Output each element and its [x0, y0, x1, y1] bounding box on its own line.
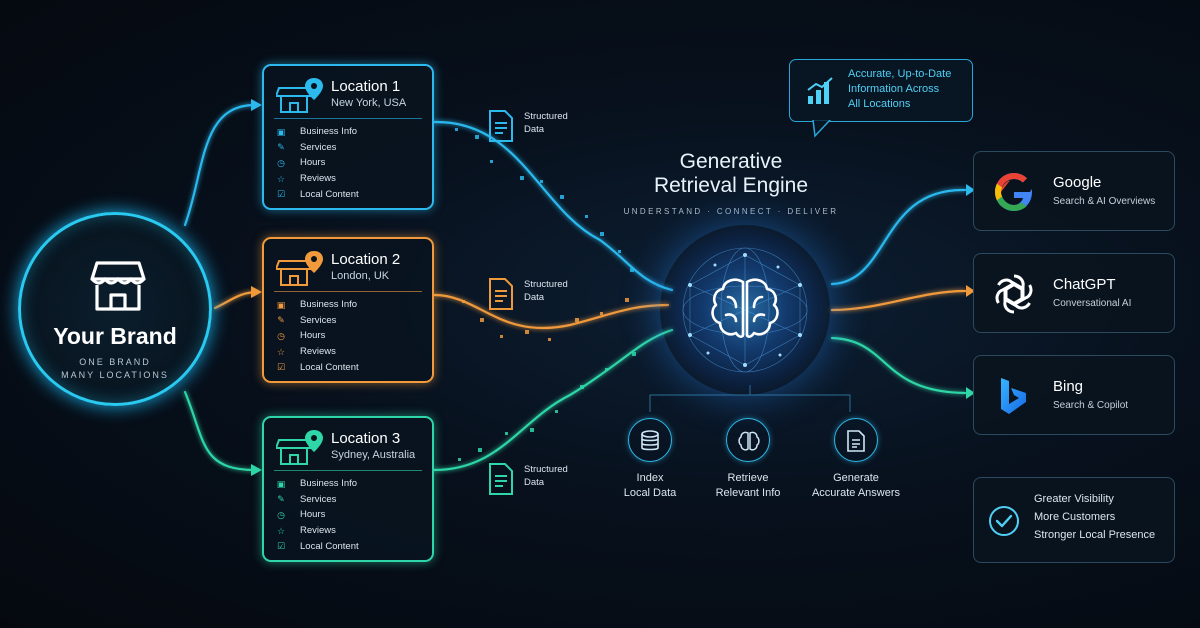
document-icon: [489, 110, 513, 142]
list-item: ☑Local Content: [276, 188, 359, 200]
accuracy-callout: Accurate, Up-to-Date Information Across …: [789, 59, 973, 122]
list-item: ☆Reviews: [276, 173, 336, 185]
list-item: ◷Hours: [277, 330, 326, 342]
network-mesh: [682, 247, 808, 373]
location-name: Location 2: [331, 251, 401, 268]
platform-name: ChatGPT: [1053, 276, 1116, 293]
brain-icon: [738, 431, 760, 451]
engine-tagline: UNDERSTAND · CONNECT · DELIVER: [623, 207, 839, 216]
structured-data-label-1: Structured Data: [488, 108, 578, 146]
google-logo-icon: [995, 173, 1032, 211]
check-doc-icon: ☑: [276, 189, 286, 200]
list-item: ☆Reviews: [276, 346, 336, 358]
structured-data-label-2: Structured Data: [488, 276, 578, 314]
info-icon: ▣: [276, 299, 286, 310]
checkmark-circle-icon: [989, 506, 1019, 536]
benefit-item: Greater Visibility: [1034, 493, 1114, 505]
star-icon: ☆: [276, 525, 286, 536]
clock-icon: ◷: [277, 330, 285, 341]
platform-desc: Search & AI Overviews: [1053, 196, 1156, 207]
document-icon: [489, 278, 513, 310]
clock-icon: ◷: [277, 509, 285, 520]
location-card-2: Location 2 London, UK ▣Business Info ✎Se…: [262, 237, 434, 383]
list-item: ▣Business Info: [276, 299, 358, 311]
location-name: Location 3: [331, 430, 401, 447]
info-icon: ▣: [276, 126, 286, 137]
platform-card-bing: Bing Search & Copilot: [973, 355, 1175, 435]
benefit-item: Stronger Local Presence: [1034, 529, 1156, 541]
star-icon: ☆: [276, 173, 286, 184]
platform-card-chatgpt: ChatGPT Conversational AI: [973, 253, 1175, 333]
brand-title: Your Brand: [53, 323, 177, 349]
bar-chart-icon: [807, 77, 833, 104]
check-doc-icon: ☑: [276, 362, 286, 373]
list-item: ✎Services: [277, 141, 337, 153]
callout-pointer: [812, 120, 832, 138]
store-pin-icon: [276, 251, 323, 286]
store-pin-icon: [276, 430, 323, 465]
list-item: ▣Business Info: [276, 478, 358, 490]
brand-subtitle-line2: MANY LOCATIONS: [61, 370, 169, 380]
list-item: ✎Services: [277, 314, 337, 326]
database-icon: [641, 430, 659, 451]
platform-desc: Search & Copilot: [1053, 400, 1129, 411]
engine-title-line1: Generative: [679, 150, 783, 173]
location-city: London, UK: [331, 270, 390, 282]
list-item: ✎Services: [277, 493, 337, 505]
retrieval-engine-sphere: [660, 225, 830, 395]
chatgpt-logo-icon: [995, 274, 1033, 314]
check-doc-icon: ☑: [276, 541, 286, 552]
storefront-icon: [90, 261, 146, 311]
location-city: Sydney, Australia: [331, 449, 416, 461]
store-pin-icon: [276, 78, 323, 113]
engine-title-line2: Retrieval Engine: [653, 174, 809, 197]
document-icon: [489, 463, 513, 495]
benefit-item: More Customers: [1034, 511, 1116, 523]
bing-logo-icon: [1001, 378, 1026, 414]
platform-name: Bing: [1053, 378, 1084, 395]
list-item: ☆Reviews: [276, 525, 336, 537]
document-icon: [847, 430, 865, 452]
divider: [274, 291, 422, 292]
star-icon: ☆: [276, 346, 286, 357]
platform-desc: Conversational AI: [1053, 298, 1132, 309]
brain-icon: [711, 278, 779, 338]
platform-card-google: Google Search & AI Overviews: [973, 151, 1175, 231]
list-item: ◷Hours: [277, 509, 326, 521]
divider: [274, 118, 422, 119]
brand-circle: Your Brand ONE BRAND MANY LOCATIONS: [18, 212, 212, 406]
info-icon: ▣: [276, 478, 286, 489]
list-item: ☑Local Content: [276, 540, 359, 552]
location-name: Location 1: [331, 78, 401, 95]
wrench-icon: ✎: [277, 494, 285, 505]
structured-data-label-3: Structured Data: [488, 461, 578, 499]
list-item: ☑Local Content: [276, 361, 359, 373]
benefits-card: Greater Visibility More Customers Strong…: [973, 477, 1175, 563]
brand-subtitle-line1: ONE BRAND: [79, 357, 151, 367]
divider: [274, 470, 422, 471]
list-item: ▣Business Info: [276, 126, 358, 138]
wrench-icon: ✎: [277, 315, 285, 326]
clock-icon: ◷: [277, 157, 285, 168]
location-card-3: Location 3 Sydney, Australia ▣Business I…: [262, 416, 434, 562]
location-city: New York, USA: [331, 97, 407, 109]
location-card-1: Location 1 New York, USA ▣Business Info …: [262, 64, 434, 210]
wrench-icon: ✎: [277, 142, 285, 153]
list-item: ◷Hours: [277, 157, 326, 169]
platform-name: Google: [1053, 174, 1102, 191]
